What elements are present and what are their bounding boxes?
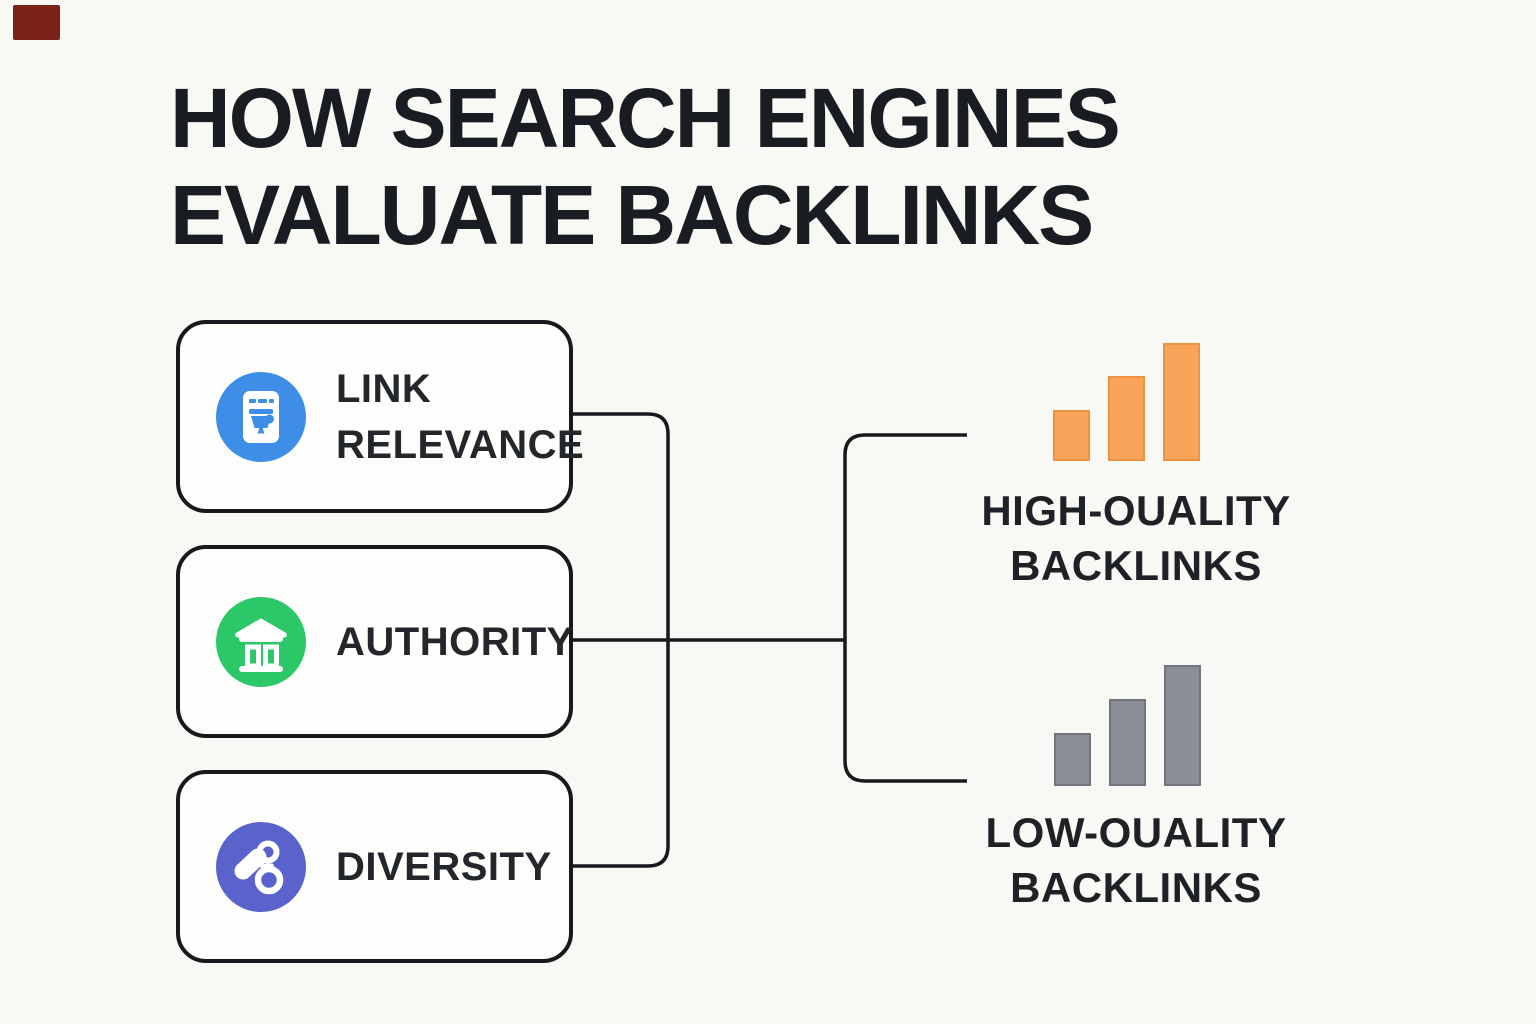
- corner-mark: [13, 5, 60, 40]
- linked-nodes-icon: [216, 821, 306, 912]
- bank-building-icon: [216, 596, 306, 687]
- factor-box-link-relevance: LINK RELEVANCE: [176, 320, 585, 513]
- low-quality-label-line2: BACKLINKS: [1010, 863, 1262, 911]
- bar: [1109, 699, 1146, 786]
- bar: [1053, 410, 1090, 461]
- factor-label-diversity: DIVERSITY: [336, 844, 552, 889]
- page-title-line2: EVALUATE BACKLINKS: [170, 167, 1094, 262]
- high-quality-label-line1: HIGH-OUALITY: [981, 487, 1291, 534]
- connector-branch-fork: [843, 433, 967, 783]
- bar: [1108, 376, 1145, 461]
- page-title-line1: HOW SEARCH ENGINES: [170, 71, 1121, 165]
- factor-box-diversity: DIVERSITY: [176, 770, 573, 963]
- high-quality-bar-chart: [1053, 341, 1200, 461]
- factor-box-authority: AUTHORITY: [176, 545, 573, 738]
- factor-label-authority: AUTHORITY: [336, 619, 574, 664]
- bar: [1164, 665, 1201, 786]
- low-quality-label-line1: LOW-OUALITY: [985, 809, 1287, 856]
- high-quality-label: HIGH-OUALITY BACKLINKS: [960, 484, 1312, 593]
- factor-label-link-relevance: LINK RELEVANCE: [336, 366, 585, 467]
- high-quality-label-line2: BACKLINKS: [1010, 541, 1262, 589]
- low-quality-bar-chart: [1054, 665, 1201, 786]
- bar: [1054, 733, 1091, 786]
- document-page-icon: [216, 371, 306, 462]
- bar: [1163, 343, 1200, 461]
- low-quality-label: LOW-OUALITY BACKLINKS: [960, 806, 1312, 915]
- page-title: HOW SEARCH ENGINES EVALUATE BACKLINKS: [170, 70, 1170, 263]
